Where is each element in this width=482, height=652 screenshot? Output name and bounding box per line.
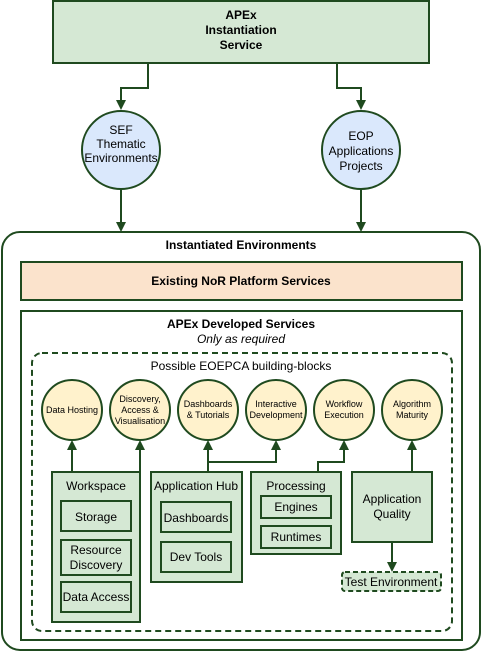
sef-line-2: Thematic (96, 137, 145, 151)
instantiated-environments-title: Instantiated Environments (166, 238, 317, 252)
circle-interactive-development: Interactive Development (245, 379, 307, 441)
circle-data-hosting: Data Hosting (41, 379, 103, 441)
eop-line-1: EOP (348, 129, 373, 143)
instantiation-line-3: Service (220, 38, 263, 52)
eop-applications-projects: EOP Applications Projects (321, 110, 401, 190)
circle-dashboards-tutorials: Dashboards & Tutorials (177, 379, 239, 441)
workspace-storage: Storage (75, 510, 117, 524)
apex-instantiation-service: APEx Instantiation Service (52, 0, 430, 64)
application-hub-box: Application Hub Dashboards Dev Tools (150, 471, 243, 583)
discovery-line-3: Visualisation (115, 416, 165, 426)
dashboards-tutorials-line-1: Dashboards (184, 399, 233, 409)
workspace-box: Workspace Storage Resource Discovery Dat… (51, 471, 141, 623)
algorithm-line-1: Algorithm (393, 399, 431, 409)
workspace-resource-line-2: Discovery (70, 558, 123, 572)
edge-processing-to-workflow (317, 440, 349, 472)
apex-services-subtitle: Only as required (197, 332, 285, 346)
circle-discovery-access-visualisation: Discovery, Access & Visualisation (109, 379, 171, 441)
eoepca-title: Possible EOEPCA building-blocks (151, 359, 332, 373)
workflow-line-2: Execution (324, 410, 364, 420)
processing-box: Processing Engines Runtimes (250, 471, 342, 555)
workspace-title: Workspace (66, 479, 126, 493)
apex-services-title: APEx Developed Services (167, 317, 315, 331)
eop-line-3: Projects (339, 159, 382, 173)
data-hosting-label: Data Hosting (46, 405, 98, 415)
nor-platform-services: Existing NoR Platform Services (20, 261, 463, 301)
interactive-line-2: Development (249, 410, 303, 420)
workspace-data-access: Data Access (63, 590, 130, 604)
instantiation-line-2: Instantiation (205, 23, 276, 37)
processing-title: Processing (266, 479, 325, 493)
application-quality-box: Application Quality (351, 471, 433, 543)
circle-algorithm-maturity: Algorithm Maturity (381, 379, 443, 441)
application-hub-dev-tools: Dev Tools (170, 550, 222, 564)
application-quality-line-1: Application (363, 492, 422, 506)
sef-line-1: SEF (109, 123, 132, 137)
edge-service-to-sef (116, 63, 149, 110)
discovery-line-1: Discovery, (119, 394, 160, 404)
application-hub-dashboards: Dashboards (164, 511, 229, 525)
discovery-line-2: Access & (121, 405, 159, 415)
interactive-line-1: Interactive (255, 399, 297, 409)
processing-engines: Engines (274, 500, 317, 514)
sef-thematic-environments: SEF Thematic Environments (81, 110, 161, 190)
workspace-resource-line-1: Resource (70, 543, 122, 557)
circle-workflow-execution: Workflow Execution (313, 379, 375, 441)
eop-line-2: Applications (329, 144, 394, 158)
edge-service-to-eop (336, 63, 366, 110)
processing-runtimes: Runtimes (271, 530, 322, 544)
application-quality-line-2: Quality (373, 507, 410, 521)
test-environment-label: Test Environment (345, 575, 438, 589)
workflow-line-1: Workflow (326, 399, 363, 409)
algorithm-line-2: Maturity (396, 410, 429, 420)
test-environment-box: Test Environment (341, 571, 442, 592)
application-hub-title: Application Hub (154, 479, 238, 493)
instantiation-line-1: APEx (225, 8, 257, 22)
sef-line-3: Environments (84, 151, 157, 165)
nor-services-label: Existing NoR Platform Services (151, 274, 331, 288)
dashboards-tutorials-line-2: & Tutorials (187, 410, 230, 420)
edge-apphub-to-interactive (208, 440, 281, 463)
